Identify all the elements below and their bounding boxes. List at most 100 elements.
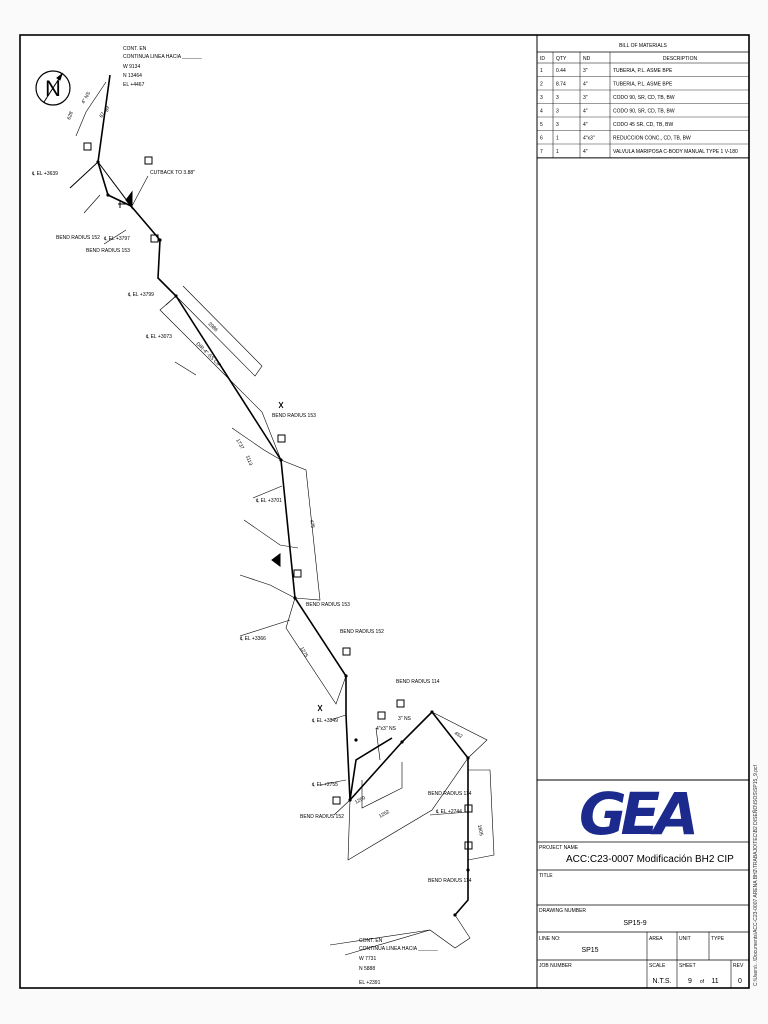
rev-value: 0 (738, 978, 742, 985)
svg-text:GEA: GEA (579, 780, 695, 848)
line-no: SP15 (581, 947, 598, 954)
elevation-label: ℄ EL +3073 (145, 334, 172, 340)
dimension-note: 4"x3" NS (376, 726, 397, 732)
project-name: ACC:C23-0007 Modificación BH2 CIP (566, 854, 734, 865)
dimension-note: 1252 (378, 809, 391, 820)
scale-value: N.T.S. (652, 978, 671, 985)
dimension-note: 1605 (476, 824, 484, 836)
project-name-label: PROJECT NAME (539, 845, 579, 851)
bom-cell: 7 (540, 149, 543, 155)
title-label: TITLE (539, 873, 553, 879)
elevation-label: ℄ EL +2755 (311, 782, 338, 788)
dimension-note: 628 (66, 111, 75, 121)
gea-logo: GEA (579, 780, 701, 848)
elevation-label: ℄ EL +3797 (103, 236, 130, 242)
north-label: N (45, 76, 61, 101)
bom-header-cell: ID (540, 56, 545, 62)
drawing-number: SP15-9 (623, 920, 646, 927)
bend-radius-label: BEND RADIUS 114 (428, 791, 472, 797)
bom-cell: 0.44 (556, 68, 566, 74)
dimension-note: 89 (104, 106, 111, 113)
bom-cell: TUBERIA, P.L. ASME BPE (613, 68, 673, 74)
bom-cell: VALVULA MARIPOSA C-BODY MANUAL TYPE 1 V-… (613, 149, 738, 155)
bom-cell: TUBERIA, P.L. ASME BPE (613, 82, 673, 88)
dimension-note: 1113 (244, 455, 253, 467)
continuation-bottom-line: CONTINUA LINEA HACIA _______ (359, 946, 438, 952)
continuation-bottom-line: N 5888 (359, 966, 375, 972)
bom-cell: 5 (540, 122, 543, 128)
bom-cell: 3 (556, 95, 559, 101)
bom-cell: 4" (583, 82, 588, 88)
bom-cell: 1 (556, 136, 559, 142)
drawing-number-label: DRAWING NUMBER (539, 908, 586, 914)
fitting-markers-icon (83, 142, 473, 850)
scale-label: SCALE (649, 963, 666, 969)
bom-cell: 8.74 (556, 82, 566, 88)
dimension-note: CUTBACK TO 3.88" (150, 170, 195, 176)
dimension-note: 67 (99, 111, 107, 119)
bom-cell: 1 (556, 149, 559, 155)
bend-radius-label: BEND RADIUS 114 (396, 679, 440, 685)
continuation-top-line: CONTINUA LINEA HACIA _______ (123, 54, 202, 60)
line-no-label: LINE NO: (539, 936, 560, 942)
bom-title: BILL OF MATERIALS (619, 43, 667, 49)
bend-radius-label: BEND RADIUS 153 (86, 248, 130, 254)
bom-cell: 4"x3" (583, 136, 595, 142)
dimension-note: 452 (453, 731, 463, 740)
area-label: AREA (649, 936, 663, 942)
piping-isometric (35, 70, 495, 956)
continuation-top-line: CONT. EN (123, 46, 147, 52)
bom-header-cell: ND (583, 56, 591, 62)
bom-cell: CODO 45 SR, CD, TB, BW (613, 122, 673, 128)
bend-radius-label: BEND RADIUS 114 (428, 878, 472, 884)
continuation-top-note: CONT. EN CONTINUA LINEA HACIA _______ W 91… (123, 46, 202, 88)
elevation-label: ℄ EL +3701 (255, 498, 282, 504)
bom-cell: CODO 90, SR, CD, TB, BW (613, 95, 675, 101)
bom-cell: REDUCCION CONC., CD, TB, BW (613, 136, 691, 142)
elevation-label: ℄ EL +3366 (239, 636, 266, 642)
bend-radius-label: BEND RADIUS 152 (300, 814, 344, 820)
bom-cell: CODO 90, SR, CD, TB, BW (613, 109, 675, 115)
bom-cell: 3" (583, 95, 588, 101)
continuation-bottom-line: EL +2391 (359, 980, 381, 986)
bom-cell: 3 (556, 122, 559, 128)
bom-cell: 4" (583, 122, 588, 128)
title-block (537, 779, 749, 988)
bom-cell: 6 (540, 136, 543, 142)
continuation-top-line: EL +4467 (123, 82, 145, 88)
bom-cell: 1 (540, 68, 543, 74)
unit-label: UNIT (679, 936, 691, 942)
dimension-note: 1737 (234, 438, 245, 451)
rev-label: REV (733, 963, 744, 969)
bill-of-materials: BILL OF MATERIALS ID QTY ND DESCRIPTION 1 0.… (537, 43, 749, 159)
bend-radius-label: BEND RADIUS 153 (272, 413, 316, 419)
dimension-note: 4" NS (81, 90, 93, 105)
elevation-label: ℄ EL +3639 (31, 171, 58, 177)
sheet-of: of (700, 979, 705, 985)
bom-cell: 3" (583, 68, 588, 74)
continuation-top-line: N 13464 (123, 73, 142, 79)
bom-header-cell: QTY (556, 56, 567, 62)
bom-header-cell: DESCRIPTION (663, 56, 698, 62)
bend-radius-label: BEND RADIUS 152 (56, 235, 100, 241)
continuation-top-line: W 9134 (123, 64, 140, 70)
bom-cell: 4" (583, 149, 588, 155)
elevation-label: ℄ EL +3799 (127, 292, 154, 298)
continuation-bottom-line: W 7731 (359, 956, 376, 962)
sheet-number: 9 (688, 978, 692, 985)
bom-cell: 2 (540, 82, 543, 88)
sheet-label: SHEET (679, 963, 696, 969)
dimension-note: 3" NS (398, 716, 412, 722)
dimension-note: 1275 (298, 646, 309, 659)
dimension-note: 475 (308, 519, 315, 528)
dimension-note: 1250 (354, 795, 367, 806)
bend-radius-label: BEND RADIUS 152 (340, 629, 384, 635)
job-number-label: JOB NUMBER (539, 963, 572, 969)
elevation-label: ℄ EL +2744 (435, 809, 462, 815)
bom-cell: 4 (540, 109, 543, 115)
file-path-label: C:\Users\...\Documents\ACC-C23-0007 AREN… (752, 764, 759, 986)
bend-radius-label: BEND RADIUS 153 (306, 602, 350, 608)
